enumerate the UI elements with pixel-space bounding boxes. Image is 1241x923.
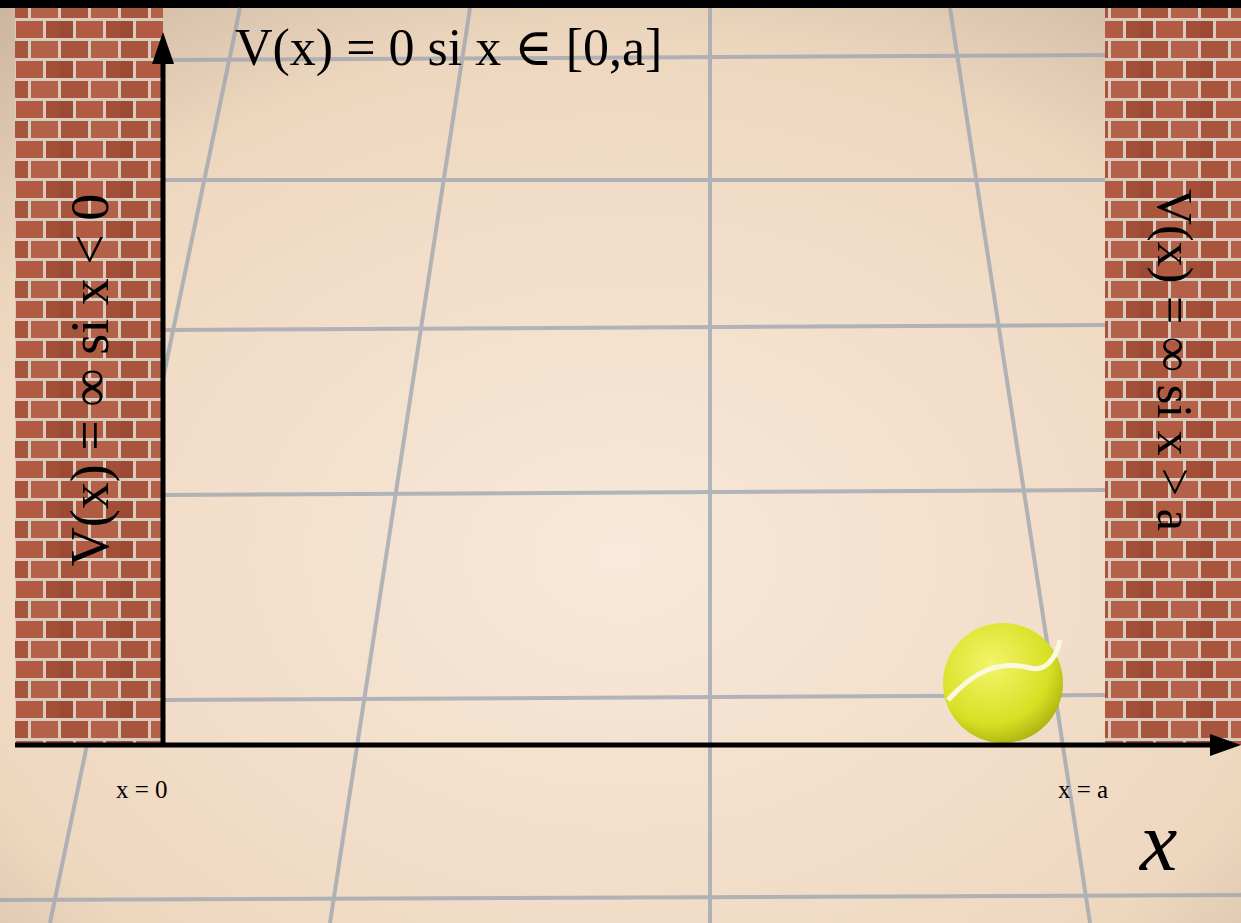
axis-label: x: [1140, 800, 1177, 884]
axis-tick-label: x = a: [1058, 777, 1108, 802]
potential-right-wall: V(x) = ∞ si x > a: [1150, 189, 1200, 531]
potential-inside: V(x) = 0 si x ∈ [0,a]: [235, 22, 662, 74]
axis-tick-label: x = 0: [116, 777, 168, 802]
potential-left-wall: V(x) = ∞ si x < 0: [63, 194, 117, 566]
